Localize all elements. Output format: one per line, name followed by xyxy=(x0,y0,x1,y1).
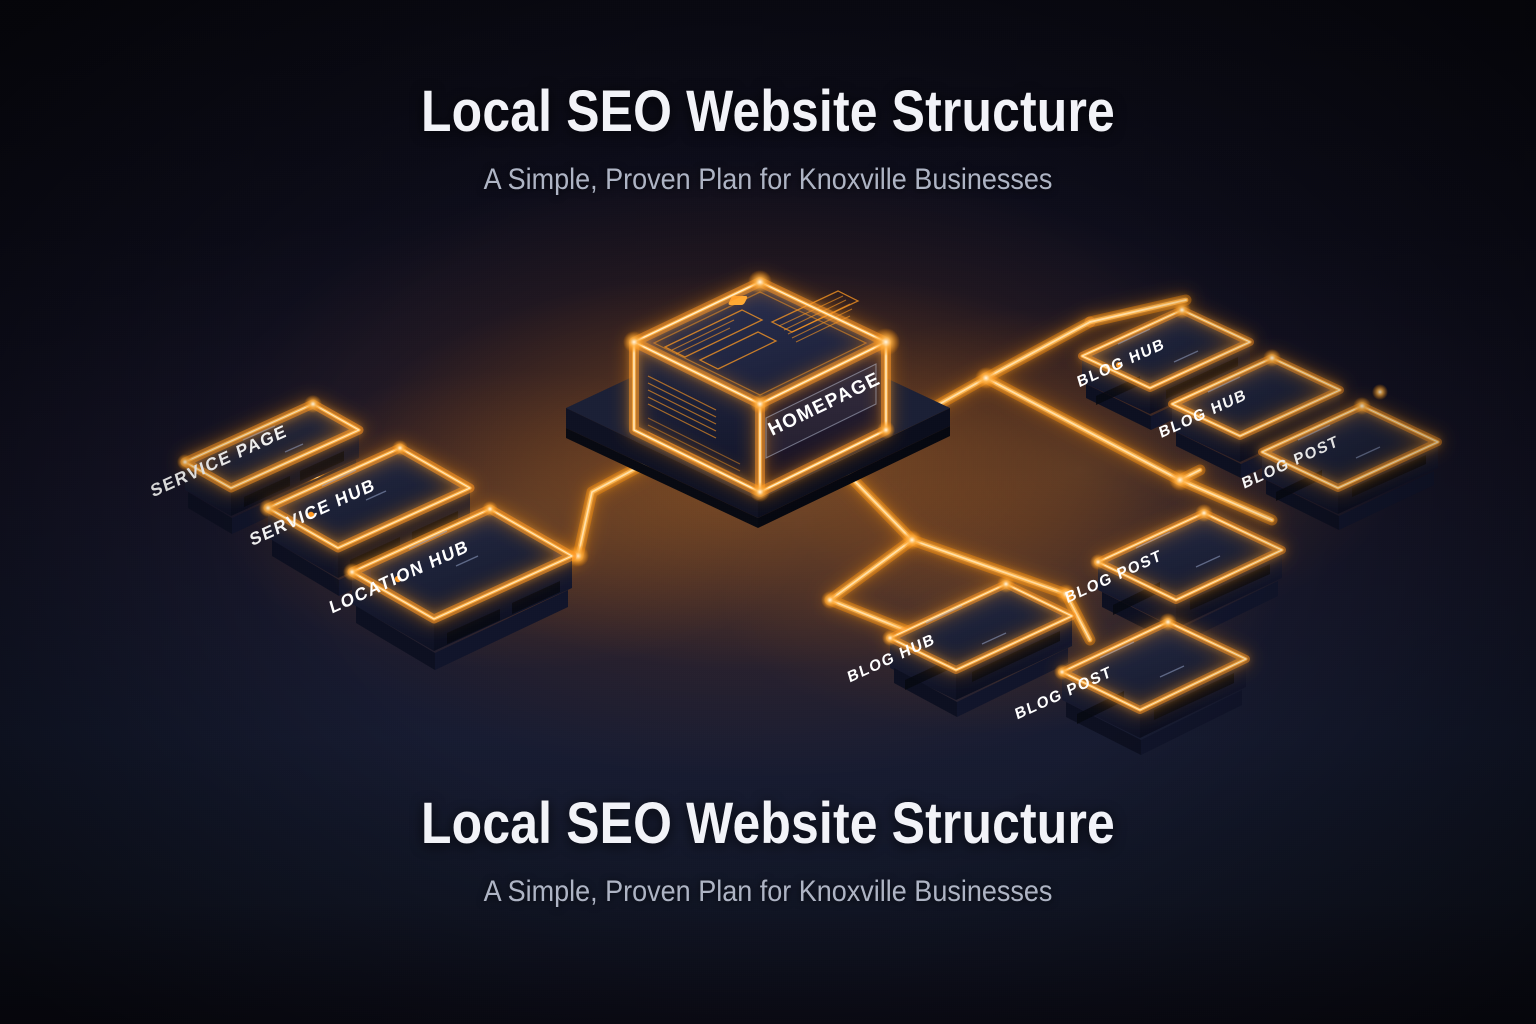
corner-spark xyxy=(1195,504,1213,522)
corner-spark xyxy=(304,395,322,413)
corner-spark xyxy=(882,630,898,646)
header-bottom: Local SEO Website Structure A Simple, Pr… xyxy=(0,790,1536,909)
corner-spark xyxy=(748,270,772,294)
corner-spark xyxy=(1054,664,1070,680)
corner-spark xyxy=(872,328,900,356)
corner-spark xyxy=(1159,613,1177,631)
corner-spark xyxy=(392,440,408,456)
corner-spark xyxy=(623,331,645,353)
corner-spark xyxy=(1353,397,1371,415)
corner-spark xyxy=(343,563,361,581)
corner-spark xyxy=(1372,384,1388,400)
corner-spark xyxy=(877,421,895,439)
corner-spark xyxy=(1173,301,1191,319)
corner-spark xyxy=(750,482,770,502)
page-title-top: Local SEO Website Structure xyxy=(421,79,1115,144)
page-subtitle-top: A Simple, Proven Plan for Knoxville Busi… xyxy=(483,163,1053,196)
corner-spark xyxy=(997,575,1015,593)
corner-spark xyxy=(259,499,277,517)
corner-spark xyxy=(1090,554,1106,570)
page-title-bottom: Local SEO Website Structure xyxy=(421,791,1115,856)
corner-spark xyxy=(482,501,498,517)
corner-spark xyxy=(750,394,770,414)
corner-spark xyxy=(1263,349,1281,367)
header-top: Local SEO Website Structure A Simple, Pr… xyxy=(0,78,1536,197)
page-subtitle-bottom: A Simple, Proven Plan for Knoxville Busi… xyxy=(483,875,1053,908)
